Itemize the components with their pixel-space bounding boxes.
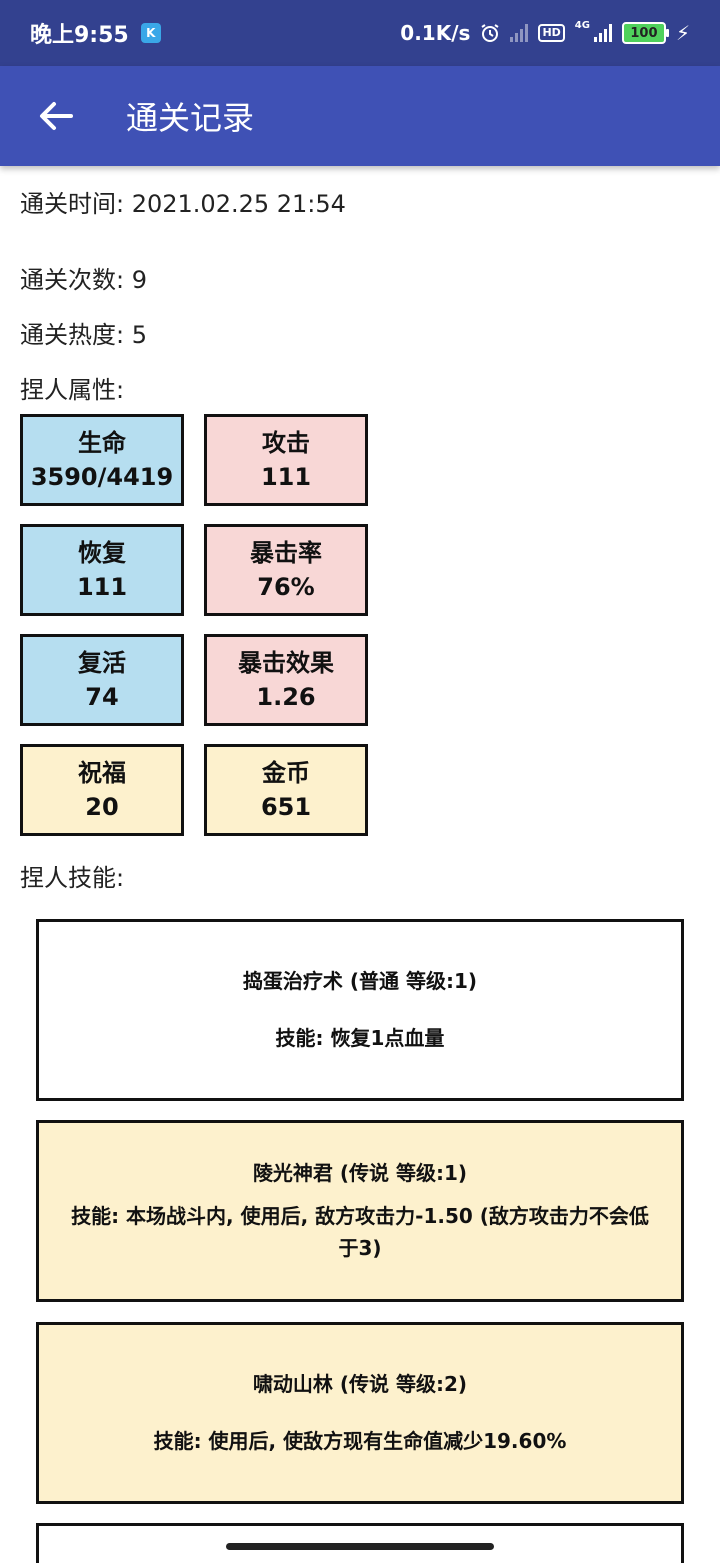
attr-value: 1.26 [256, 683, 316, 711]
skill-desc: 技能: 使用后, 使敌方现有生命值减少19.60% [153, 1429, 567, 1453]
attr-crit-rate: 暴击率 76% [204, 524, 368, 616]
hd-icon: HD [538, 24, 565, 42]
attr-label: 复活 [78, 649, 126, 677]
skill-card: 捣蛋治疗术 (普通 等级:1) 技能: 恢复1点血量 [36, 919, 684, 1101]
attr-crit-effect: 暴击效果 1.26 [204, 634, 368, 726]
app-notification-icon: K [140, 23, 161, 43]
charging-icon: ⚡ [675, 21, 690, 45]
attr-label: 恢复 [78, 539, 126, 567]
skill-card: 啸动山林 (传说 等级:2) 技能: 使用后, 使敌方现有生命值减少19.60% [36, 1322, 684, 1504]
skill-desc: 技能: 恢复1点血量 [275, 1026, 445, 1050]
clear-time: 通关时间: 2021.02.25 21:54 [20, 190, 346, 218]
attr-value: 76% [257, 573, 315, 601]
attr-gold: 金币 651 [204, 744, 368, 836]
arrow-left-icon [40, 102, 73, 130]
status-bar: 晚上9:55 K 0.1K/s HD 4G 100 ⚡ [0, 0, 720, 66]
signal-icon-sim2 [593, 24, 612, 42]
attr-label: 暴击效果 [238, 649, 334, 677]
attributes-grid: 生命 3590/4419 攻击 111 恢复 111 暴击率 76% 复活 74… [20, 414, 368, 836]
skill-name: 陵光神君 (传说 等级:1) [252, 1161, 468, 1185]
attr-value: 111 [260, 463, 312, 491]
skill-card-partial [36, 1523, 684, 1563]
attr-attack: 攻击 111 [204, 414, 368, 506]
attr-recovery: 恢复 111 [20, 524, 184, 616]
skill-desc: 技能: 本场战斗内, 使用后, 敌方攻击力-1.50 (敌方攻击力不会低于3) [71, 1204, 649, 1260]
attr-value: 74 [85, 683, 119, 711]
home-indicator[interactable] [226, 1543, 494, 1550]
skills-label: 捏人技能: [20, 864, 125, 892]
net-speed: 0.1K/s [400, 21, 471, 45]
skill-name: 啸动山林 (传说 等级:2) [252, 1372, 468, 1396]
network-type: 4G [574, 20, 590, 31]
page-title: 通关记录 [126, 99, 255, 137]
attr-label: 暴击率 [250, 539, 322, 567]
attr-blessing: 祝福 20 [20, 744, 184, 836]
status-time: 晚上9:55 [30, 23, 129, 48]
attributes-label: 捏人属性: [20, 376, 125, 404]
skill-card: 陵光神君 (传说 等级:1) 技能: 本场战斗内, 使用后, 敌方攻击力-1.5… [36, 1120, 684, 1302]
attr-value: 651 [260, 793, 312, 821]
clear-count: 通关次数: 9 [20, 266, 147, 294]
attr-health: 生命 3590/4419 [20, 414, 184, 506]
alarm-icon [481, 24, 499, 42]
attr-label: 祝福 [78, 759, 126, 787]
attr-label: 生命 [78, 429, 126, 457]
attr-value: 20 [85, 793, 119, 821]
clear-heat: 通关热度: 5 [20, 321, 147, 349]
record-content: 通关时间: 2021.02.25 21:54 通关次数: 9 通关热度: 5 捏… [20, 166, 700, 1563]
attr-value: 3590/4419 [30, 463, 174, 491]
attr-label: 攻击 [262, 429, 310, 457]
skill-name: 捣蛋治疗术 (普通 等级:1) [242, 969, 478, 993]
signal-icon-sim1 [510, 24, 529, 42]
attr-value: 111 [76, 573, 128, 601]
attr-revive: 复活 74 [20, 634, 184, 726]
attr-label: 金币 [262, 759, 310, 787]
battery-icon: 100 [621, 22, 669, 44]
app-bar: 通关记录 [0, 66, 720, 166]
back-button[interactable] [28, 88, 84, 144]
